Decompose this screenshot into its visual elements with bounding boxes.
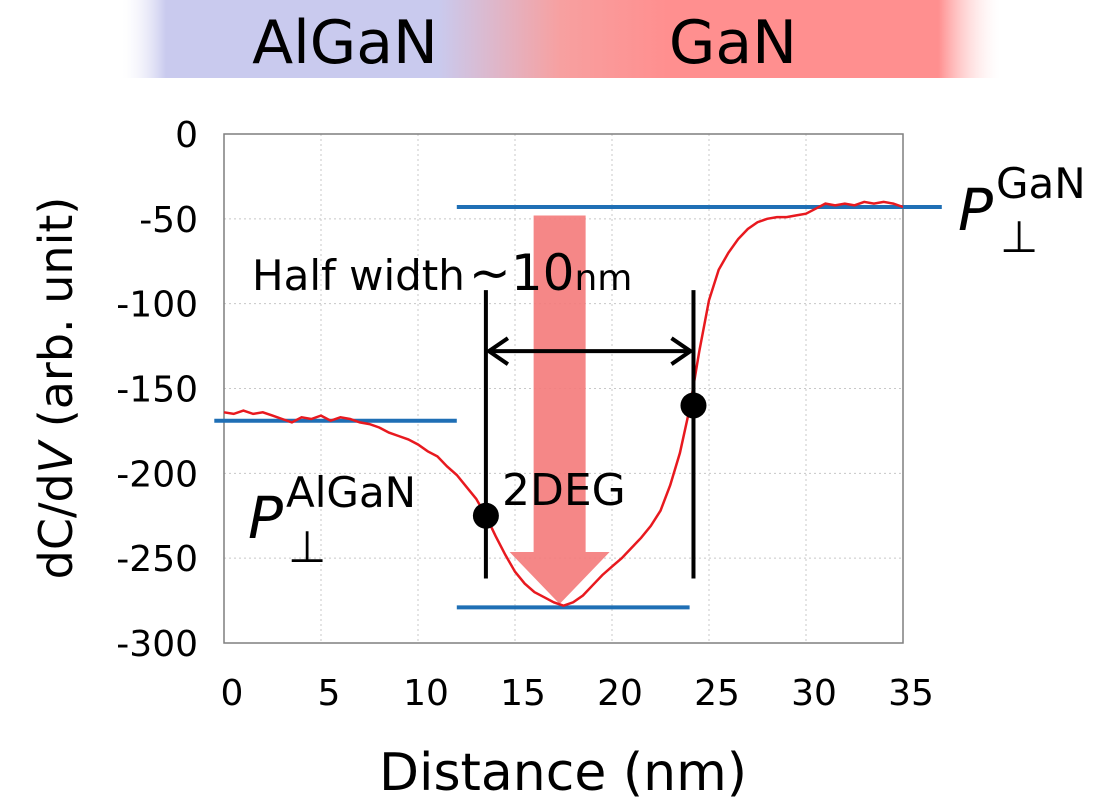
gan-layer-label: GaN [669, 8, 797, 78]
x-tick-label: 35 [888, 673, 934, 714]
reference-lines [214, 204, 942, 610]
half-width-label: Half width~10nm [252, 244, 632, 302]
marker-point [680, 392, 707, 419]
y-tick-label: -150 [116, 370, 198, 411]
2deg-label: 2DEG [502, 465, 626, 516]
plot-frame [223, 133, 904, 644]
p-gan-subscript: ⊥ [1000, 212, 1038, 263]
layer-band [122, 0, 1000, 78]
x-tick-label: 25 [694, 673, 740, 714]
y-tick-label: -300 [116, 624, 198, 665]
markers [472, 392, 707, 529]
algan-layer-label: AlGaN [252, 8, 438, 78]
x-tick-label: 30 [791, 673, 837, 714]
x-tick-label: 0 [221, 673, 244, 714]
y-tick-label: -100 [116, 285, 198, 326]
big-down-arrow [509, 215, 610, 604]
half-width-bounds [483, 290, 696, 579]
p-algan-subscript: ⊥ [288, 522, 326, 573]
x-tick-label: 15 [500, 673, 546, 714]
half-width-arrow [485, 336, 695, 366]
y-tick-labels: 0 -50 -100 -150 -200 -250 -300 [116, 115, 198, 665]
p-algan-superscript: AlGaN [286, 468, 416, 517]
p-algan-symbol: P [248, 484, 283, 552]
x-tick-label: 10 [403, 673, 449, 714]
y-tick-label: -200 [116, 454, 198, 495]
marker-point [472, 502, 499, 529]
y-axis-label: dC/dV (arb. unit) [29, 197, 83, 580]
grid [224, 134, 903, 643]
x-axis-label: Distance (nm) [379, 743, 747, 803]
width-arrow-right-head [670, 336, 695, 366]
series-line [223, 200, 904, 608]
p-gan-superscript: GaN [996, 159, 1086, 208]
width-arrow-left-head [485, 336, 510, 366]
p-gan-symbol: P [958, 176, 993, 244]
y-tick-label: -50 [139, 200, 198, 241]
x-tick-label: 20 [597, 673, 643, 714]
y-tick-label: -250 [116, 539, 198, 580]
x-tick-label: 5 [318, 673, 341, 714]
x-tick-labels: 0 5 10 15 20 25 30 35 [221, 673, 934, 714]
y-tick-label: 0 [175, 115, 198, 156]
